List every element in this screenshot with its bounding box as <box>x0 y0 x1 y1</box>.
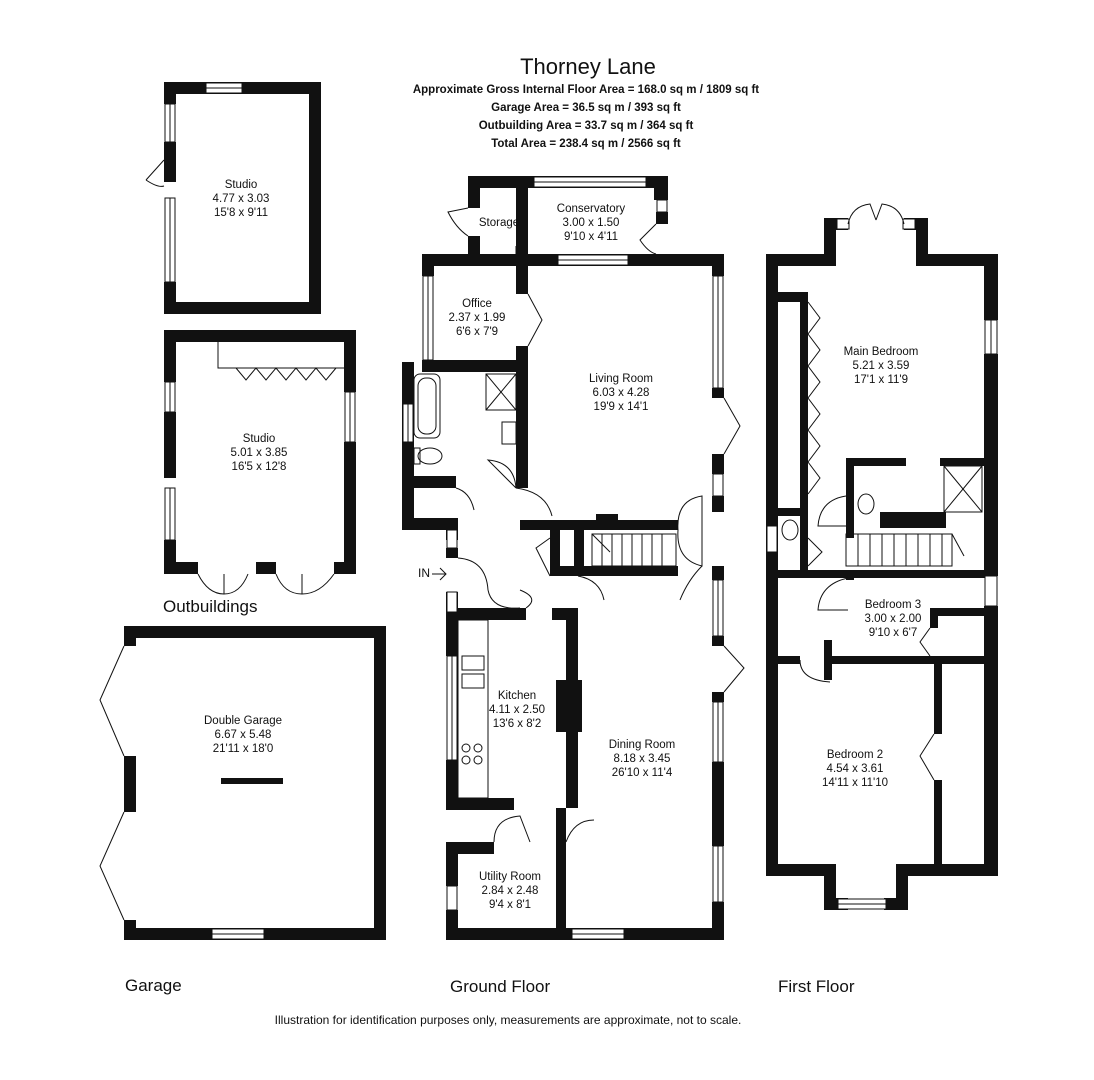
room-utility-room: Utility Room 2.84 x 2.48 9'4 x 8'1 <box>435 870 585 912</box>
room-imperial: 17'1 x 11'9 <box>853 374 909 386</box>
room-name: Living Room <box>589 373 653 385</box>
room-imperial: 26'10 x 11'4 <box>611 767 673 779</box>
first-floor-fixtures <box>781 465 983 567</box>
room-imperial: 21'11 x 18'0 <box>212 743 274 755</box>
room-name: Storage <box>478 217 520 229</box>
room-name: Utility Room <box>479 871 541 883</box>
ground-floor-windows <box>402 176 724 940</box>
disclaimer: Illustration for identification purposes… <box>274 1013 742 1027</box>
room-metric: 4.77 x 3.03 <box>212 193 270 205</box>
garage-doors <box>99 645 125 921</box>
studio-2-walls <box>164 330 356 574</box>
total-area-text: Total Area = 238.4 sq m / 2566 sq ft <box>491 138 681 150</box>
room-main-bedroom: Main Bedroom 5.21 x 3.59 17'1 x 11'9 <box>806 345 956 387</box>
section-ground-floor: Ground Floor <box>450 977 551 996</box>
room-name: Kitchen <box>497 690 537 702</box>
room-imperial: 19'9 x 14'1 <box>593 401 649 413</box>
room-imperial: 9'10 x 6'7 <box>868 627 918 639</box>
room-imperial: 13'6 x 8'2 <box>492 718 542 730</box>
outbuilding-area-text: Outbuilding Area = 33.7 sq m / 364 sq ft <box>478 120 694 132</box>
room-imperial: 6'6 x 7'9 <box>455 326 499 338</box>
studio-2-windows <box>164 381 356 541</box>
room-name: Office <box>462 298 492 310</box>
garage-walls <box>124 626 386 940</box>
section-first-floor: First Floor <box>778 977 855 996</box>
room-living-room: Living Room 6.03 x 4.28 19'9 x 14'1 <box>546 372 696 414</box>
room-name: Conservatory <box>556 203 626 215</box>
room-metric: 2.84 x 2.48 <box>481 885 539 897</box>
room-imperial: 16'5 x 12'8 <box>231 461 287 473</box>
studio-1-door <box>145 159 165 187</box>
room-name: Main Bedroom <box>843 346 919 358</box>
studio-1-windows <box>164 82 243 283</box>
studio-2-french-doors <box>197 573 335 595</box>
room-metric: 2.37 x 1.99 <box>448 312 506 324</box>
plan-title: Thorney Lane <box>520 54 656 79</box>
room-metric: 3.00 x 2.00 <box>864 613 922 625</box>
ground-floor-walls <box>402 176 724 940</box>
room-metric: 8.18 x 3.45 <box>613 753 671 765</box>
room-imperial: 15'8 x 9'11 <box>213 207 269 219</box>
room-studio-2: Studio 5.01 x 3.85 16'5 x 12'8 <box>184 432 334 474</box>
room-name: Double Garage <box>204 715 282 727</box>
ground-floor-fixtures <box>413 373 677 799</box>
room-office: Office 2.37 x 1.99 6'6 x 7'9 <box>402 297 552 339</box>
room-metric: 6.67 x 5.48 <box>214 729 272 741</box>
first-floor-windows <box>766 218 998 910</box>
room-metric: 4.11 x 2.50 <box>488 704 546 716</box>
room-name: Studio <box>242 433 276 445</box>
section-garage: Garage <box>125 976 182 995</box>
room-name: Bedroom 2 <box>826 749 884 761</box>
room-metric: 4.54 x 3.61 <box>826 763 884 775</box>
entrance-label: IN <box>418 566 430 580</box>
room-dining-room: Dining Room 8.18 x 3.45 26'10 x 11'4 <box>567 738 717 780</box>
room-bedroom-3: Bedroom 3 3.00 x 2.00 9'10 x 6'7 <box>818 598 968 640</box>
gross-area-text: Approximate Gross Internal Floor Area = … <box>412 84 760 96</box>
room-metric: 3.00 x 1.50 <box>562 217 620 229</box>
room-double-garage: Double Garage 6.67 x 5.48 21'11 x 18'0 <box>168 714 318 756</box>
room-imperial: 14'11 x 11'10 <box>822 777 888 789</box>
room-kitchen: Kitchen 4.11 x 2.50 13'6 x 8'2 <box>442 689 592 731</box>
first-floor-walls <box>766 218 998 910</box>
garage-window <box>211 928 265 940</box>
room-imperial: 9'4 x 8'1 <box>488 899 532 911</box>
entrance-arrow <box>432 567 447 581</box>
section-outbuildings: Outbuildings <box>163 597 258 616</box>
room-name: Bedroom 3 <box>864 599 922 611</box>
room-storage: Storage <box>424 216 574 230</box>
room-name: Studio <box>224 179 258 191</box>
room-bedroom-2: Bedroom 2 4.54 x 3.61 14'11 x 11'10 <box>780 748 930 790</box>
room-imperial: 9'10 x 4'11 <box>563 231 619 243</box>
ground-floor-doors <box>447 207 745 843</box>
room-name: Dining Room <box>608 739 676 751</box>
room-metric: 5.01 x 3.85 <box>230 447 288 459</box>
room-metric: 5.21 x 3.59 <box>852 360 910 372</box>
room-metric: 6.03 x 4.28 <box>592 387 650 399</box>
room-studio-1: Studio 4.77 x 3.03 15'8 x 9'11 <box>166 178 316 220</box>
first-floor-doors <box>799 203 935 781</box>
studio-2-bifold-doors <box>217 342 344 381</box>
garage-area-text: Garage Area = 36.5 sq m / 393 sq ft <box>491 102 681 114</box>
room-conservatory: Conservatory 3.00 x 1.50 9'10 x 4'11 <box>516 202 666 244</box>
